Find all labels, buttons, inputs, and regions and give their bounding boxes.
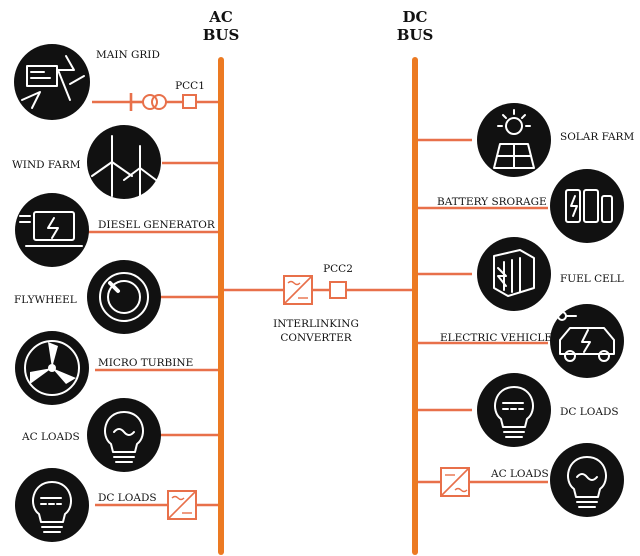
micro-turbine-label: MICRO TURBINE bbox=[98, 357, 193, 369]
converter-label-line1: INTERLINKING bbox=[273, 318, 359, 330]
transformer-coil-2 bbox=[151, 94, 167, 110]
battery-storage-label: BATTERY SRORAGE bbox=[437, 196, 547, 208]
transformer-coil-1 bbox=[142, 94, 158, 110]
ac-side-dc-loads-bulb-icon bbox=[15, 468, 89, 542]
battery-storage-icon bbox=[550, 169, 624, 243]
flywheel-label: FLYWHEEL bbox=[14, 294, 77, 306]
ac-bus-title-line2: BUS bbox=[203, 26, 240, 44]
electric-vehicle-icon bbox=[550, 304, 624, 378]
pcc2-label: PCC2 bbox=[323, 263, 353, 275]
electric-vehicle-label: ELECTRIC VEHICLE bbox=[440, 332, 552, 344]
micro-turbine-icon bbox=[15, 331, 89, 405]
ac-side-dc-loads-label: DC LOADS bbox=[98, 492, 157, 504]
ac-loads-bulb-icon bbox=[87, 398, 161, 472]
diesel-generator-label: DIESEL GENERATOR bbox=[98, 219, 216, 231]
pcc1-label: PCC1 bbox=[175, 80, 205, 92]
solar-farm-icon bbox=[477, 103, 551, 177]
dc-ac-loads-converter bbox=[440, 467, 470, 497]
converter-label-line2: CONVERTER bbox=[280, 332, 352, 344]
dc-bus-title-line1: DC bbox=[403, 8, 428, 26]
ac-bus-title-line1: AC bbox=[208, 8, 233, 26]
wind-farm-label: WIND FARM bbox=[12, 159, 81, 171]
fuel-cell-label: FUEL CELL bbox=[560, 273, 624, 285]
ac-side-ac-loads-label: AC LOADS bbox=[21, 431, 80, 443]
dc-side-ac-loads-bulb-icon bbox=[550, 443, 624, 517]
flywheel-icon bbox=[87, 260, 161, 334]
fuel-cell-icon bbox=[477, 237, 551, 311]
dc-bus-title-line2: BUS bbox=[397, 26, 434, 44]
dc-side-dc-loads-label: DC LOADS bbox=[560, 406, 619, 418]
pcc1-box bbox=[182, 94, 197, 109]
main-grid-label: MAIN GRID bbox=[96, 49, 160, 61]
wind-farm-icon bbox=[87, 125, 161, 199]
ac-dc-loads-converter bbox=[167, 490, 197, 520]
pcc2-box bbox=[329, 281, 347, 299]
dc-side-dc-loads-bulb-icon bbox=[477, 373, 551, 447]
dc-side-ac-loads-label: AC LOADS bbox=[490, 468, 549, 480]
interlinking-converter-symbol bbox=[283, 275, 313, 305]
diesel-generator-icon bbox=[15, 193, 89, 267]
main-grid-icon bbox=[14, 44, 90, 120]
solar-farm-label: SOLAR FARM bbox=[560, 131, 634, 143]
